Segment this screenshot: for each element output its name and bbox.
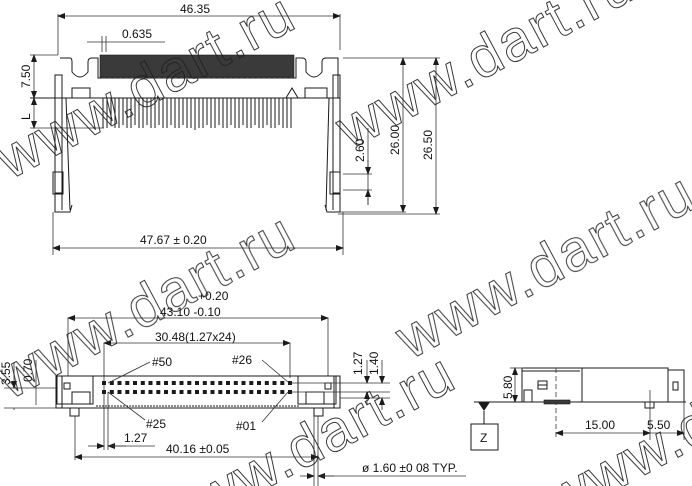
contact-pin (226, 390, 230, 394)
dim-26-00: 26.00 (388, 125, 402, 155)
dim-overall-width-tol: 47.67 ± 0.20 (140, 233, 207, 247)
contact-pin (280, 390, 285, 394)
contact-pin (117, 390, 122, 394)
contact-pin (241, 381, 246, 385)
contact-pin (156, 390, 161, 394)
dim-overall-width: 46.35 (180, 2, 210, 16)
contact-pin (125, 381, 130, 385)
contact-pin (102, 381, 106, 385)
pin-label-25: #25 (146, 417, 166, 431)
contact-pin (125, 390, 130, 394)
contact-pin (179, 390, 184, 394)
dim-height-top: 7.50 (19, 64, 33, 88)
dim-peg-diameter: ø 1.60 ±0 08 TYP. (362, 461, 458, 475)
contact-pin (109, 381, 114, 385)
datum-box (470, 423, 499, 451)
contact-pin (148, 390, 153, 394)
dim-lead-length: L (19, 113, 33, 120)
contact-pin (233, 381, 238, 385)
contact-pin (187, 381, 192, 385)
contact-pin (233, 390, 238, 394)
contact-pin (133, 381, 137, 385)
top-view: 46.35 0.635 (19, 2, 440, 255)
contact-pin (288, 381, 292, 385)
pin-label-01: #01 (236, 419, 256, 433)
pin-label-50: #50 (152, 355, 172, 369)
contact-pin (210, 390, 215, 394)
contact-pin (218, 390, 223, 394)
contact-pin (288, 390, 292, 394)
front-view: +0.20 43.10 -0.10 30.48(1.27x24) #50 (0, 289, 466, 486)
contact-pin (171, 381, 176, 385)
contact-pin (272, 390, 277, 394)
contact-pin (164, 381, 168, 385)
contact-pin (187, 390, 192, 394)
contact-pin (195, 381, 199, 385)
pin-label-26: #26 (232, 353, 252, 367)
contact-pin (241, 390, 246, 394)
contact-pin (226, 381, 230, 385)
dim-26-50: 26.50 (421, 130, 435, 160)
dim-3-55: 3.55 (0, 361, 13, 385)
dim-peg-span: 40.16 ±0.05 (166, 442, 230, 456)
contact-pin (109, 390, 114, 394)
contact-pin (171, 390, 176, 394)
watermark-text: www.dart.ru (325, 0, 646, 162)
contact-pin (272, 381, 277, 385)
contact-pin (156, 381, 161, 385)
datum-triangle-icon (478, 402, 490, 411)
contact-pin (264, 381, 269, 385)
contact-pin (264, 390, 269, 394)
dim-2-60: 2.60 (353, 138, 367, 162)
contact-pin (140, 381, 145, 385)
contact-pin (210, 381, 215, 385)
dim-5-80: 5.80 (501, 375, 515, 399)
dim-tol-plus: +0.20 (198, 289, 229, 303)
pin-grid (102, 381, 292, 394)
dim-0-70: 0.70 (21, 358, 35, 382)
contact-pin (164, 390, 168, 394)
contact-pin (179, 381, 184, 385)
dim-pin-span: 30.48(1.27x24) (155, 330, 236, 344)
contact-pin (195, 390, 199, 394)
contact-pin (133, 390, 137, 394)
dim-pitch-1-27: 1.27 (124, 431, 148, 445)
dim-5-50: 5.50 (647, 418, 671, 432)
dim-pitch: 0.635 (122, 27, 152, 41)
side-view: 5.80 15.00 5.50 Z (470, 367, 686, 451)
watermark-text: www.dart.ru (0, 200, 306, 412)
contact-pin (257, 381, 261, 385)
contact-pin (202, 390, 207, 394)
watermark-text: www.dart.ru (0, 0, 306, 192)
contact-pin (102, 390, 106, 394)
contact-pin (249, 390, 254, 394)
contact-pin (249, 381, 254, 385)
contact-pin (280, 381, 285, 385)
contact-pin (218, 381, 223, 385)
lead-pins (102, 98, 292, 130)
dim-15-00: 15.00 (585, 418, 615, 432)
contact-pin (257, 390, 261, 394)
datum-label: Z (480, 431, 487, 445)
dim-1-40: 1.40 (367, 351, 381, 375)
dim-1-27-row: 1.27 (351, 351, 365, 375)
contact-pin (140, 390, 145, 394)
contact-pin (117, 381, 122, 385)
contact-pin (202, 381, 207, 385)
contact-pin (148, 381, 153, 385)
watermark-text: www.dart.ru (385, 160, 692, 372)
